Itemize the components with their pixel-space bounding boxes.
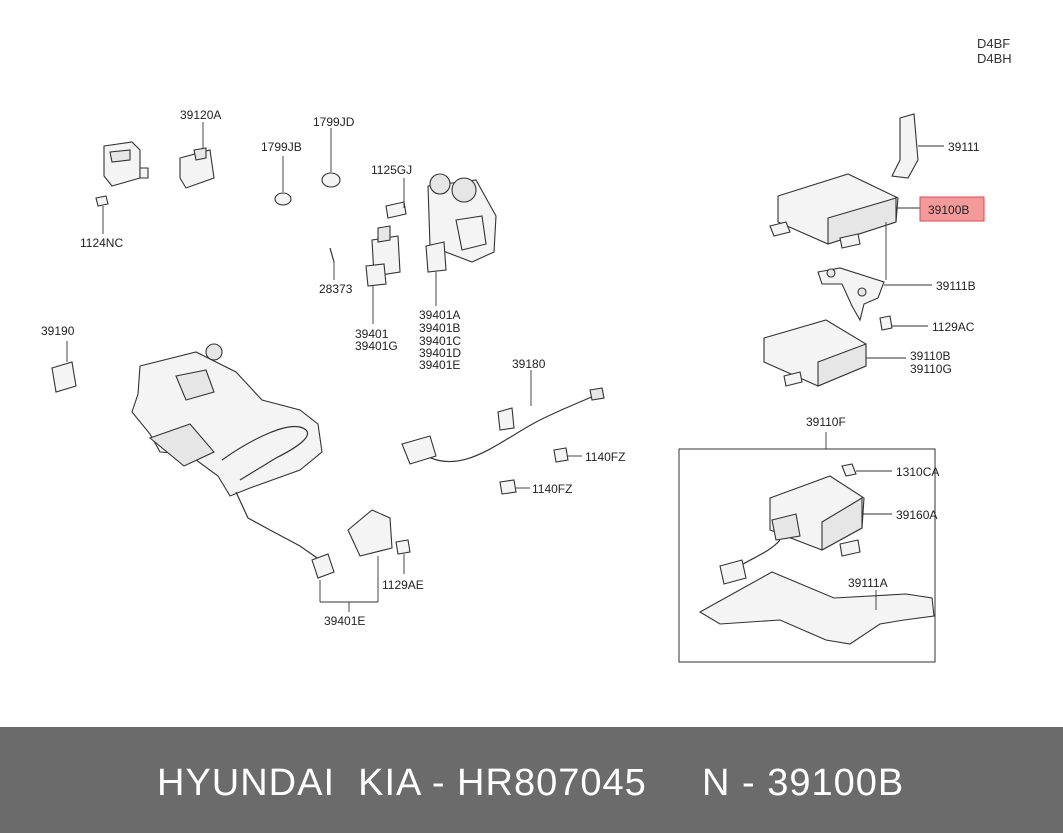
engine-code: D4BH	[977, 51, 1012, 66]
part-39120-bracket	[103, 141, 149, 187]
engine-codes: D4BF D4BH	[977, 36, 1012, 66]
label-39401: 39401	[355, 327, 389, 341]
part-39401-solenoid	[365, 225, 401, 324]
label-39111: 39111	[948, 140, 980, 154]
label-1140FZ-b: 1140FZ	[532, 482, 572, 496]
label-39160A: 39160A	[896, 508, 937, 522]
part-1310CA-nut: 1310CA	[841, 463, 939, 479]
label-39401E-list: 39401E	[419, 358, 460, 372]
label-1129AC: 1129AC	[932, 320, 975, 334]
engine-code: D4BF	[977, 36, 1011, 51]
part-1799JB-clamp: 1799JB	[261, 140, 302, 206]
part-1125GJ-bolt: 1125GJ	[371, 163, 412, 219]
part-28373-pin: 28373	[319, 247, 353, 296]
part-39111A-bracket: 39111A	[698, 571, 935, 645]
part-39160A-module: 39160A	[719, 475, 937, 585]
part-39180-sensor-cable: 39180 1140FZ 1140FZ	[401, 357, 625, 496]
footer-brand-part-number: HYUNDAI KIA - HR807045	[157, 762, 647, 804]
label-39111B: 39111B	[936, 279, 976, 293]
part-1799JD-clamp: 1799JD	[313, 115, 355, 188]
part-39111-bracket: 39111	[891, 113, 980, 179]
part-39110B-module: 39110B 39110G	[763, 319, 952, 387]
label-39110B: 39110B	[910, 349, 950, 363]
part-39111B-bracket: 39111B	[817, 267, 976, 322]
part-39190-sensor: 39190	[41, 324, 77, 393]
part-39401E-harness: 39401E 1129AE	[235, 491, 424, 628]
footer-reference-number: N - 39100B	[702, 762, 905, 804]
label-1310CA: 1310CA	[896, 465, 939, 479]
label-39401C: 39401C	[419, 334, 461, 348]
label-39401A: 39401A	[419, 308, 460, 322]
label-39401B: 39401B	[419, 321, 460, 335]
label-1799JD: 1799JD	[313, 115, 355, 129]
label-39401G: 39401G	[355, 339, 398, 353]
label-39180: 39180	[512, 357, 546, 371]
part-39120A-sensor: 39120A	[179, 108, 221, 189]
label-1140FZ-a: 1140FZ	[585, 450, 625, 464]
part-39100B-ecu	[769, 173, 920, 280]
part-intake-manifold	[131, 343, 323, 497]
label-1125GJ: 1125GJ	[371, 163, 412, 177]
label-1124NC: 1124NC	[80, 236, 123, 250]
assembly-frame-39110F	[678, 448, 936, 663]
label-39110G: 39110G	[910, 362, 952, 376]
label-39120A: 39120A	[180, 108, 221, 122]
label-39110F: 39110F	[806, 415, 846, 429]
label-39100B[interactable]: 39100B	[928, 203, 969, 217]
label-39401E: 39401E	[324, 614, 365, 628]
label-1129AE: 1129AE	[382, 578, 424, 592]
part-1124NC-bolt: 1124NC	[80, 195, 123, 250]
label-39190: 39190	[41, 324, 75, 338]
footer-bar: HYUNDAI KIA - HR807045 N - 39100B	[0, 727, 1063, 833]
label-39111A: 39111A	[848, 576, 888, 590]
part-39401A-valve-assembly	[425, 173, 497, 306]
highlight-box-39100B	[919, 196, 985, 222]
label-39401D: 39401D	[419, 346, 461, 360]
parts-diagram: 1124NC 39120A 1799JB 1799JD 1125GJ	[41, 108, 985, 663]
label-1799JB: 1799JB	[261, 140, 302, 154]
label-28373: 28373	[319, 282, 353, 296]
part-1129AC-bolt: 1129AC	[879, 315, 975, 334]
